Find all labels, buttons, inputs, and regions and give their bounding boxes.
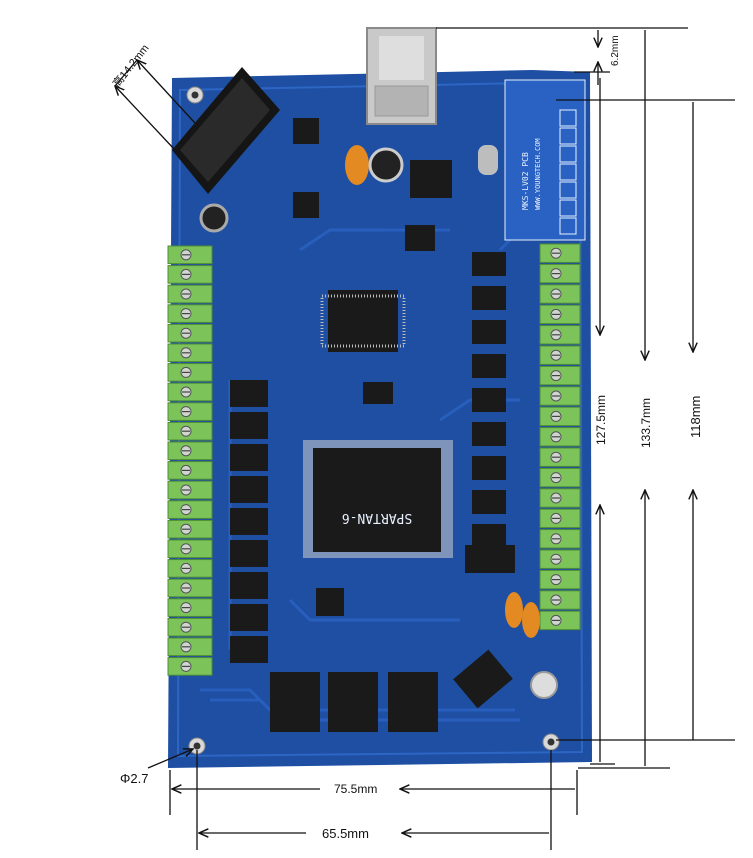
usb-connector (366, 27, 437, 125)
pcb-board (168, 70, 592, 768)
optocoupler (230, 572, 268, 599)
width-75-label: 75.5mm (334, 782, 377, 796)
fpga-chip: SPARTAN-6 (303, 440, 453, 558)
optocoupler (230, 604, 268, 631)
url-label-text: WWW.YOUNGTECH.COM (534, 138, 542, 210)
qfp-chip-small (320, 290, 406, 352)
usb-offset-label: 6.2mm (610, 35, 621, 66)
pcb-label-text: MKS-LV02 PCB (521, 152, 530, 210)
optocoupler (230, 412, 268, 439)
optocoupler (472, 286, 506, 310)
terminal-blocks-left (167, 245, 213, 676)
optocoupler (230, 380, 268, 407)
dimension-lines (115, 27, 735, 850)
corner-height-label: 高14.2mm (109, 41, 151, 90)
optocoupler (472, 524, 506, 548)
power-connector (172, 67, 280, 194)
optocoupler (230, 508, 268, 535)
optocoupler (472, 456, 506, 480)
optocoupler-column-right (472, 252, 506, 548)
height-127-label: 127.5mm (594, 395, 608, 445)
small-chips (270, 118, 515, 732)
optocoupler-column-left (230, 380, 268, 663)
optocoupler (230, 636, 268, 663)
height-133-label: 133.7mm (639, 398, 653, 448)
fpga-label: SPARTAN-6 (342, 510, 412, 525)
height-118-label: 118mm (688, 396, 703, 438)
optocoupler (472, 422, 506, 446)
optocoupler (472, 320, 506, 344)
optocoupler (472, 354, 506, 378)
capacitors (199, 145, 558, 699)
optocoupler (472, 388, 506, 412)
optocoupler (230, 444, 268, 471)
hole-diameter-label: Φ2.7 (120, 771, 148, 786)
optocoupler (230, 540, 268, 567)
label-panel: MKS-LV02 PCB WWW.YOUNGTECH.COM (504, 79, 586, 241)
terminal-blocks-right (539, 243, 581, 631)
width-65-label: 65.5mm (322, 826, 369, 841)
optocoupler (230, 476, 268, 503)
optocoupler (472, 490, 506, 514)
optocoupler (472, 252, 506, 276)
